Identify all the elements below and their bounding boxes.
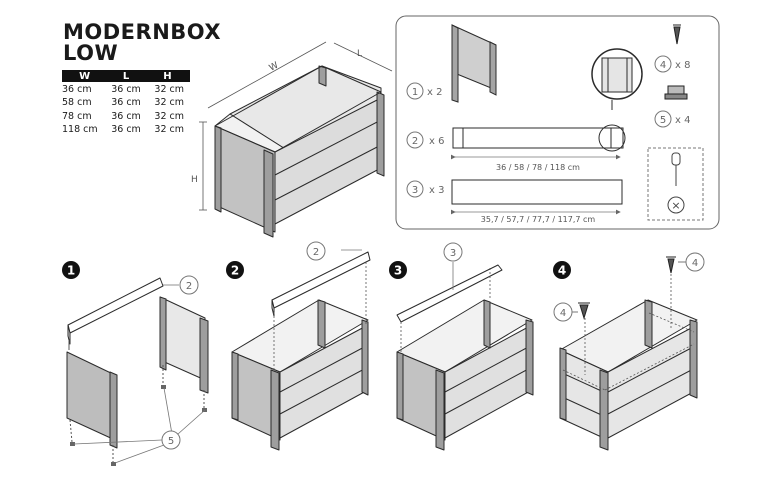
step-2-illustration (231, 251, 371, 451)
step-4-number: 4 (558, 264, 566, 278)
cell-l: 36 cm (111, 124, 141, 136)
cell-l: 36 cm (111, 83, 141, 95)
cell-l: 36 cm (111, 110, 141, 122)
table-row: 118 cm 36 cm 32 cm (62, 123, 190, 137)
no-tool-box (647, 147, 704, 221)
step-3-illustration (396, 264, 534, 451)
part-1-side-panel (451, 24, 497, 103)
step-1-illustration (66, 277, 209, 463)
cell-w: 58 cm (62, 97, 92, 109)
zoom-detail (591, 48, 643, 110)
part-3-number: 3 (412, 185, 418, 196)
product-title: MODERNBOX LOW (63, 22, 221, 64)
step-2-callout: 2 (313, 247, 319, 258)
step-3-guides (400, 262, 491, 352)
step-3-number: 3 (394, 264, 402, 278)
forbidden-mark: × (671, 199, 680, 212)
dimension-lines (199, 41, 393, 211)
dim-label-w: W (268, 61, 281, 74)
overview-planter (214, 65, 385, 238)
table-row: 78 cm 36 cm 32 cm (62, 109, 190, 123)
table-row: 36 cm 36 cm 32 cm (62, 82, 190, 96)
dimensions-header: W L H (62, 70, 190, 82)
screw-icon (673, 24, 681, 45)
part-3-board (451, 179, 623, 205)
step-2-number: 2 (231, 264, 239, 278)
step-1-badge (62, 261, 80, 279)
callout-lines-5 (73, 284, 206, 464)
step-1-callout-b: 5 (168, 436, 174, 447)
part-3-quantity: x 3 (429, 185, 444, 196)
table-row: 58 cm 36 cm 32 cm (62, 96, 190, 110)
step-4-guides (562, 270, 695, 391)
screw-icon (666, 256, 676, 274)
pin-tool-icon (671, 152, 681, 186)
title-line-2: LOW (63, 41, 119, 65)
step-3-badge (389, 261, 407, 279)
part-5-quantity: x 4 (675, 115, 690, 126)
screw-icon (578, 302, 590, 320)
title-line-1: MODERNBOX (63, 20, 222, 44)
header-l: L (107, 70, 145, 82)
step-4-badge (553, 261, 571, 279)
part-4-number: 4 (660, 60, 666, 71)
step-4-callout-a: 4 (692, 258, 698, 269)
cell-l: 36 cm (111, 97, 141, 109)
part-5-number: 5 (660, 115, 666, 126)
dim-label-h: H (191, 175, 198, 185)
dimensions-table: W L H 36 cm 36 cm 32 cm 58 cm 36 cm 32 c… (62, 70, 190, 136)
foot-plug-icon (664, 85, 688, 100)
part-2-quantity: x 6 (429, 136, 444, 147)
step-4-callout-b: 4 (560, 308, 566, 319)
part-2-length: 36 / 58 / 78 / 118 cm (496, 163, 580, 172)
header-w: W (62, 70, 108, 82)
part-4-quantity: x 8 (675, 60, 690, 71)
part-3-length: 35,7 / 57,7 / 77,7 / 117,7 cm (481, 215, 596, 224)
forbidden-icon (667, 196, 685, 214)
part-1-quantity: x 2 (427, 87, 442, 98)
cell-w: 78 cm (62, 110, 92, 122)
cell-w: 118 cm (62, 124, 98, 136)
cell-h: 32 cm (154, 97, 184, 109)
dim-label-l: L (357, 49, 362, 59)
step-1-callout-a: 2 (186, 281, 192, 292)
step-2-badge (226, 261, 244, 279)
cell-h: 32 cm (154, 124, 184, 136)
part-2-board (452, 127, 624, 149)
step-2-guides (273, 249, 367, 372)
part-1-number: 1 (412, 87, 418, 98)
step-1-number: 1 (67, 264, 75, 278)
cell-w: 36 cm (62, 83, 92, 95)
step-4-illustration (559, 299, 698, 451)
header-h: H (144, 70, 190, 82)
cell-h: 32 cm (154, 110, 184, 122)
step-3-callout: 3 (450, 248, 456, 259)
cell-h: 32 cm (154, 83, 184, 95)
part-2-number: 2 (412, 136, 418, 147)
